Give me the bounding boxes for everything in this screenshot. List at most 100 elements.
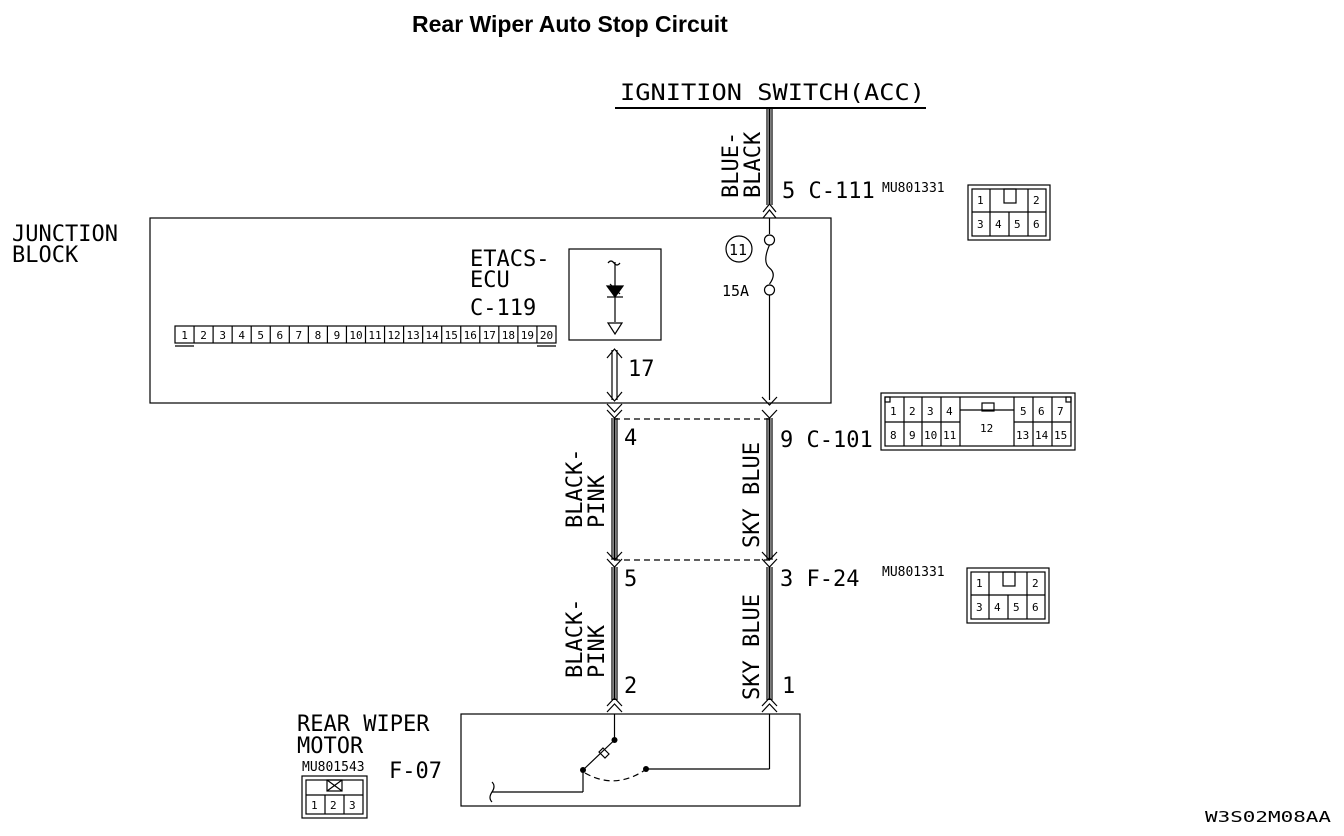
- svg-text:3: 3: [977, 218, 984, 231]
- pin-5-label: 5: [624, 567, 637, 592]
- wire-sky-blue-lower: [766, 567, 773, 700]
- svg-text:1: 1: [976, 577, 983, 590]
- f24-part-number: MU801331: [882, 565, 945, 580]
- rear-wiper-motor-box: [460, 713, 801, 807]
- wire-label-sky-blue-upper: SKY BLUE: [740, 442, 765, 548]
- c119-pin-label: 10: [349, 329, 362, 342]
- etacs-ecu-label-2: ECU: [470, 268, 510, 293]
- svg-text:2: 2: [909, 405, 916, 418]
- fuse-11: 11: [725, 218, 776, 400]
- svg-text:1: 1: [977, 194, 984, 207]
- c111-arrow: [762, 203, 777, 219]
- svg-text:5: 5: [1020, 405, 1027, 418]
- f07-connector-face: 1 2 3: [301, 775, 368, 819]
- c119-pin-label: 20: [540, 329, 553, 342]
- c111-connector-face: 1 2 3 4 5 6: [967, 184, 1051, 241]
- c119-pin-label: 11: [368, 329, 381, 342]
- c101-left-arrow: [606, 403, 623, 419]
- ignition-switch-label: IGNITION SWITCH(ACC): [620, 81, 925, 106]
- f24-arrows: [606, 551, 778, 568]
- c119-pin-label: 2: [200, 329, 207, 342]
- c119-pin-label: 1: [181, 329, 188, 342]
- f07-arrows: [606, 697, 778, 713]
- svg-text:6: 6: [1038, 405, 1045, 418]
- rear-wiper-motor-label-2: MOTOR: [297, 734, 364, 759]
- svg-text:2: 2: [1033, 194, 1040, 207]
- wire-label-black-pink-upper: BLACK- PINK: [563, 449, 610, 528]
- svg-text:BLUE-: BLUE-: [719, 132, 744, 198]
- c119-pin-label: 14: [426, 329, 440, 342]
- c119-pin-label: 15: [445, 329, 458, 342]
- wire-label-sky-blue-lower: SKY BLUE: [740, 594, 765, 700]
- svg-text:4: 4: [995, 218, 1002, 231]
- svg-text:SKY BLUE: SKY BLUE: [740, 594, 765, 700]
- wire-label-black-pink-lower: BLACK- PINK: [563, 599, 610, 678]
- fuse-rating: 15A: [722, 282, 749, 300]
- svg-text:BLACK: BLACK: [741, 131, 766, 198]
- pin-4-label: 4: [624, 426, 637, 451]
- pin-1-label: 1: [782, 674, 795, 699]
- c119-pin-label: 16: [464, 329, 477, 342]
- svg-text:15: 15: [1054, 429, 1067, 442]
- c119-pin-label: 13: [407, 329, 420, 342]
- c111-part-number: MU801331: [882, 181, 945, 196]
- pin-2-label: 2: [624, 674, 637, 699]
- svg-text:4: 4: [994, 601, 1001, 614]
- wire-black-pink-lower: [611, 567, 618, 700]
- wire-black-pink-upper: [611, 418, 618, 560]
- c101-connector-label: 9 C-101: [780, 428, 873, 453]
- svg-text:1: 1: [890, 405, 897, 418]
- c119-pin-label: 8: [315, 329, 322, 342]
- svg-text:13: 13: [1016, 429, 1029, 442]
- svg-text:6: 6: [1033, 218, 1040, 231]
- c119-pin-label: 6: [276, 329, 283, 342]
- etacs-ecu-box: [568, 248, 662, 341]
- svg-text:11: 11: [943, 429, 956, 442]
- svg-text:SKY BLUE: SKY BLUE: [740, 442, 765, 548]
- c119-pin-label: 12: [387, 329, 400, 342]
- svg-text:1: 1: [311, 799, 318, 812]
- svg-text:7: 7: [1057, 405, 1064, 418]
- f24-connector-face: 1 2 3 4 5 6: [966, 567, 1050, 624]
- f07-part-number: MU801543: [302, 760, 365, 775]
- svg-text:2: 2: [1032, 577, 1039, 590]
- c119-pin-label: 5: [257, 329, 264, 342]
- junction-block-label: JUNCTION: [12, 222, 118, 247]
- c111-connector-label: 5 C-111: [782, 179, 875, 204]
- svg-text:BLACK-: BLACK-: [563, 599, 588, 678]
- auto-stop-switch: [489, 714, 771, 803]
- svg-text:BLACK-: BLACK-: [563, 449, 588, 528]
- c119-pin-label: 17: [483, 329, 496, 342]
- rear-wiper-motor-label: REAR WIPER: [297, 712, 430, 737]
- pin-17-label: 17: [628, 357, 655, 382]
- svg-text:9: 9: [909, 429, 916, 442]
- c119-pin-label: 7: [296, 329, 303, 342]
- etacs-ecu-label: ETACS-: [470, 247, 549, 272]
- c119-pin-label: 4: [238, 329, 245, 342]
- f07-connector-label: F-07: [389, 759, 442, 784]
- svg-text:2: 2: [330, 799, 337, 812]
- svg-text:3: 3: [976, 601, 983, 614]
- diagram-code: W3S02M08AA: [1205, 808, 1331, 826]
- etacs-connector-label: C-119: [470, 296, 536, 321]
- svg-text:PINK: PINK: [585, 474, 610, 528]
- svg-text:14: 14: [1035, 429, 1049, 442]
- svg-text:8: 8: [890, 429, 897, 442]
- c119-pin-label: 18: [502, 329, 515, 342]
- wire-blue-black: [766, 108, 773, 205]
- junction-block-label-2: BLOCK: [12, 243, 79, 268]
- pin-17-arrow: [606, 348, 623, 402]
- svg-text:3: 3: [349, 799, 356, 812]
- diagram-title: Rear Wiper Auto Stop Circuit: [412, 11, 728, 37]
- svg-text:4: 4: [946, 405, 953, 418]
- svg-text:10: 10: [924, 429, 937, 442]
- svg-text:6: 6: [1032, 601, 1039, 614]
- c101-connector-face: 1 2 3 4 5 6 7 8 9 10 11 12 13 14 15: [880, 392, 1076, 451]
- svg-text:12: 12: [980, 422, 993, 435]
- junction-block-box: [149, 217, 832, 404]
- svg-text:5: 5: [1014, 218, 1021, 231]
- c119-pin-label: 9: [334, 329, 341, 342]
- c119-pin-label: 19: [521, 329, 534, 342]
